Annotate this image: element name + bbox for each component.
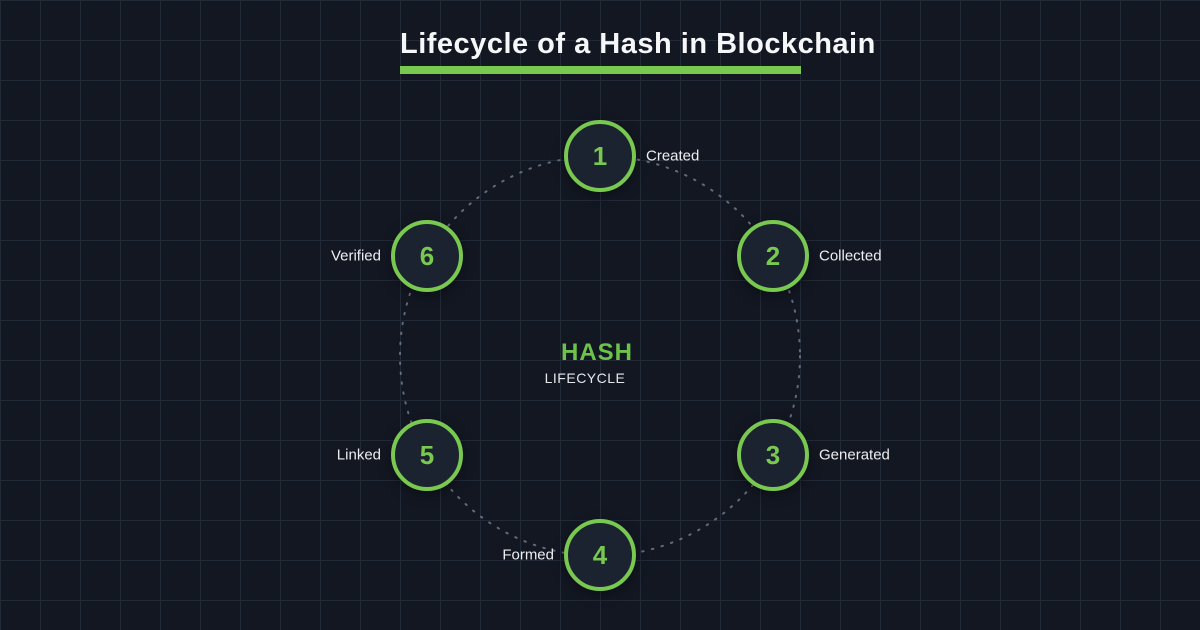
step-label-verified: Verified	[330, 247, 381, 265]
title-underline	[400, 66, 801, 74]
step-number-6: 6	[419, 240, 435, 271]
step-label-formed: Formed	[502, 546, 554, 564]
step-number-5: 5	[419, 439, 435, 470]
step-label-collected: Collected	[819, 247, 882, 265]
step-number-2: 2	[765, 240, 781, 271]
center-text: HASH LIFECYCLE	[447, 339, 747, 386]
step-node-collected: 2	[737, 220, 809, 292]
step-label-linked: Linked	[336, 446, 381, 464]
step-node-created: 1	[564, 120, 636, 192]
step-number-4: 4	[592, 539, 608, 570]
step-node-generated: 3	[737, 419, 809, 491]
step-node-linked: 5	[391, 419, 463, 491]
step-label-created: Created	[646, 147, 700, 165]
step-node-verified: 6	[391, 220, 463, 292]
step-number-3: 3	[765, 439, 781, 470]
center-title: HASH	[560, 339, 633, 366]
center-subtitle: LIFECYCLE	[544, 370, 626, 386]
step-node-formed: 4	[564, 519, 636, 591]
step-label-generated: Generated	[819, 446, 890, 464]
step-number-1: 1	[592, 140, 608, 171]
page-title: Lifecycle of a Hash in Blockchain	[400, 28, 876, 60]
